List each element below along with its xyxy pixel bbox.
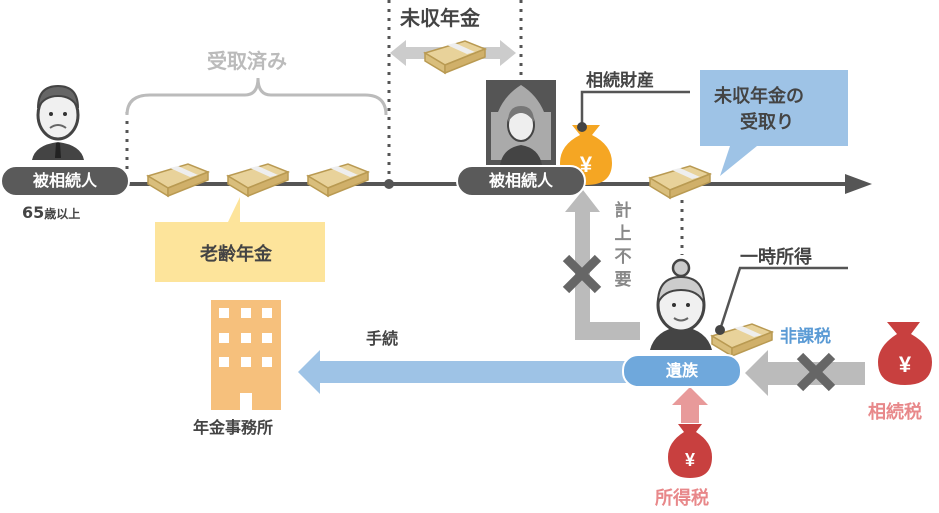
- receive-callout-bg: [700, 70, 848, 176]
- bereaved-family-pill: 遺族: [622, 354, 742, 388]
- pension-office-building-icon: [211, 300, 281, 410]
- money-stack-receive: [648, 165, 713, 200]
- received-brace: [125, 77, 388, 116]
- money-stack-family: [710, 323, 775, 358]
- non-taxable-label: 非課税: [780, 327, 831, 347]
- temporary-income-label: 一時所得: [740, 247, 812, 268]
- leader-dot-2: [715, 325, 725, 335]
- procedure-label: 手続: [366, 329, 399, 348]
- old-age-pension-callout-bg: [155, 197, 325, 282]
- not-recorded-char: 上: [614, 224, 632, 244]
- inherited-leader-line: [580, 90, 690, 127]
- age-suffix: 歳以上: [44, 207, 81, 221]
- not-recorded-char: 不: [614, 247, 632, 267]
- inheritance-tax-bag-icon: ¥: [878, 322, 932, 385]
- receive-callout-line2: 受取り: [740, 112, 794, 133]
- money-stack-2: [226, 163, 291, 198]
- x-mark-not-recorded-icon: [562, 254, 602, 294]
- temp-income-leader-line: [718, 266, 848, 331]
- deceased-portrait-icon: [486, 80, 556, 165]
- svg-text:¥: ¥: [580, 152, 593, 177]
- deceased-pill-2: 被相続人: [456, 165, 586, 197]
- svg-text:¥: ¥: [685, 450, 695, 470]
- money-stack-3: [306, 163, 371, 198]
- inheritance-tax-arrow: [745, 350, 865, 396]
- not-recorded-label: 計 上 不 要: [612, 200, 634, 292]
- age-value: 65: [22, 203, 45, 222]
- timeline-arrowhead: [845, 174, 872, 194]
- age-label: 65歳以上: [22, 203, 80, 222]
- unpaid-pension-label: 未収年金: [400, 6, 480, 30]
- income-tax-bag-icon: ¥: [668, 424, 712, 478]
- bereaved-family-person-icon: [650, 258, 712, 350]
- svg-text:¥: ¥: [899, 352, 912, 377]
- pension-office-label: 年金事務所: [193, 418, 274, 437]
- old-age-pension-label: 老齢年金: [200, 244, 272, 265]
- not-recorded-arrow: [565, 190, 640, 340]
- money-stack-unpaid: [423, 40, 488, 75]
- received-label: 受取済み: [207, 49, 287, 73]
- inheritance-tax-label: 相続税: [868, 402, 922, 423]
- money-stack-1: [146, 163, 211, 198]
- leader-dot: [577, 122, 587, 132]
- receive-callout-line1: 未収年金の: [714, 86, 804, 107]
- deceased-person-icon: [32, 84, 84, 160]
- not-recorded-char: 計: [614, 201, 632, 221]
- inherited-property-label: 相続財産: [586, 71, 654, 91]
- deceased-pill: 被相続人: [0, 165, 130, 197]
- timeline-dot: [384, 179, 394, 189]
- income-tax-arrow: [672, 387, 708, 423]
- not-recorded-char: 要: [614, 270, 632, 290]
- procedure-arrow: [298, 350, 630, 394]
- income-tax-label: 所得税: [655, 488, 709, 509]
- x-mark-inheritance-icon: [796, 352, 836, 392]
